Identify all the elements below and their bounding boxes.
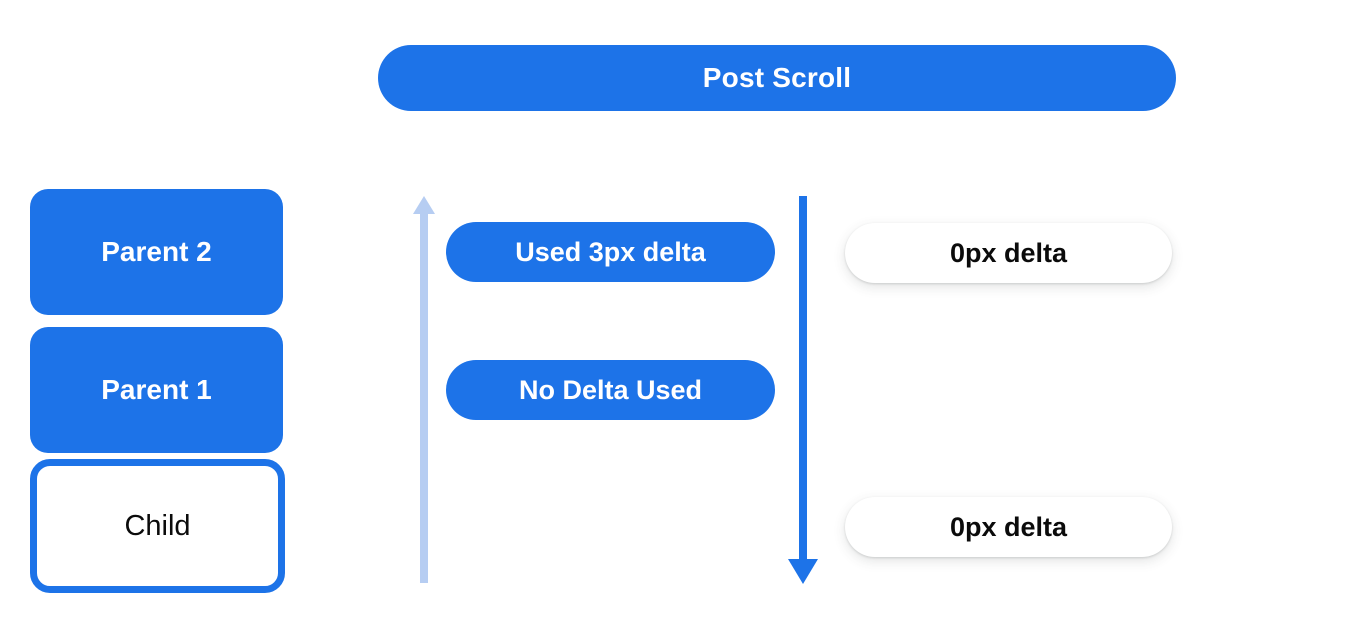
down-arrow-icon bbox=[788, 196, 818, 584]
parent-2-box: Parent 2 bbox=[30, 189, 283, 315]
child-box: Child bbox=[30, 459, 285, 593]
top-zero-delta-pill: 0px delta bbox=[845, 223, 1172, 283]
down-arrowhead bbox=[788, 559, 818, 584]
up-arrow-icon bbox=[412, 196, 436, 583]
up-arrowhead bbox=[413, 196, 435, 214]
bottom-zero-delta-pill: 0px delta bbox=[845, 497, 1172, 557]
down-arrow-shaft bbox=[799, 196, 807, 559]
up-arrow-shaft bbox=[420, 214, 428, 583]
no-delta-pill: No Delta Used bbox=[446, 360, 775, 420]
used-delta-pill: Used 3px delta bbox=[446, 222, 775, 282]
post-scroll-banner: Post Scroll bbox=[378, 45, 1176, 111]
parent-1-box: Parent 1 bbox=[30, 327, 283, 453]
